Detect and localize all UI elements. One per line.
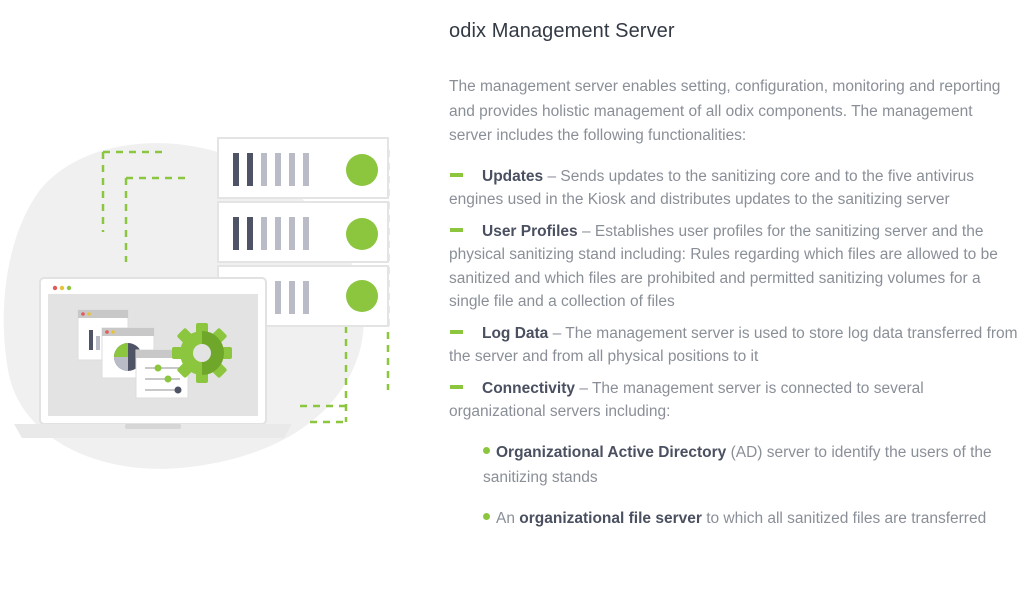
- dash-bullet-icon: [450, 172, 463, 177]
- subitem-term: organizational file server: [519, 509, 702, 527]
- intro-paragraph: The management server enables setting, c…: [449, 78, 1001, 144]
- dash-bullet-icon: [450, 384, 463, 389]
- dot-bullet-icon: [483, 513, 490, 521]
- server-rack-icon: [217, 137, 389, 327]
- feature-item-connectivity: Connectivity – The management server is …: [449, 377, 1019, 424]
- page-title: odix Management Server: [449, 20, 675, 42]
- feature-item-updates: Updates – Sends updates to the sanitizin…: [449, 165, 1019, 212]
- feature-term: Log Data: [482, 324, 549, 342]
- dash-bullet-icon: [450, 227, 463, 232]
- dot-bullet-icon: [483, 447, 490, 455]
- subitem-file-server: An organizational file server to which a…: [483, 506, 1019, 531]
- feature-text: – Establishes user profiles for the sani…: [449, 222, 998, 311]
- feature-term: User Profiles: [482, 222, 578, 240]
- subitem-prefix: An: [496, 509, 520, 527]
- feature-term: Connectivity: [482, 379, 576, 397]
- feature-term: Updates: [482, 167, 544, 185]
- management-server-illustration: [3, 137, 390, 469]
- dash-bullet-icon: [450, 329, 463, 334]
- subitem-term: Organizational Active Directory: [496, 443, 727, 461]
- feature-text: – Sends updates to the sanitizing core a…: [449, 167, 974, 209]
- feature-text: – The management server is used to store…: [449, 324, 1018, 366]
- subitem-active-directory: Organizational Active Directory (AD) ser…: [483, 440, 1019, 490]
- feature-text: – The management server is connected to …: [449, 379, 924, 421]
- gear-icon: [172, 323, 232, 383]
- content-panel: odix Management Server The management se…: [449, 20, 1019, 547]
- feature-item-log-data: Log Data – The management server is used…: [449, 322, 1019, 369]
- subitem-text: to which all sanitized files are transfe…: [701, 509, 987, 527]
- feature-item-user-profiles: User Profiles – Establishes user profile…: [449, 220, 1019, 314]
- subitem-text: (AD) server to identify the users of the…: [483, 443, 992, 486]
